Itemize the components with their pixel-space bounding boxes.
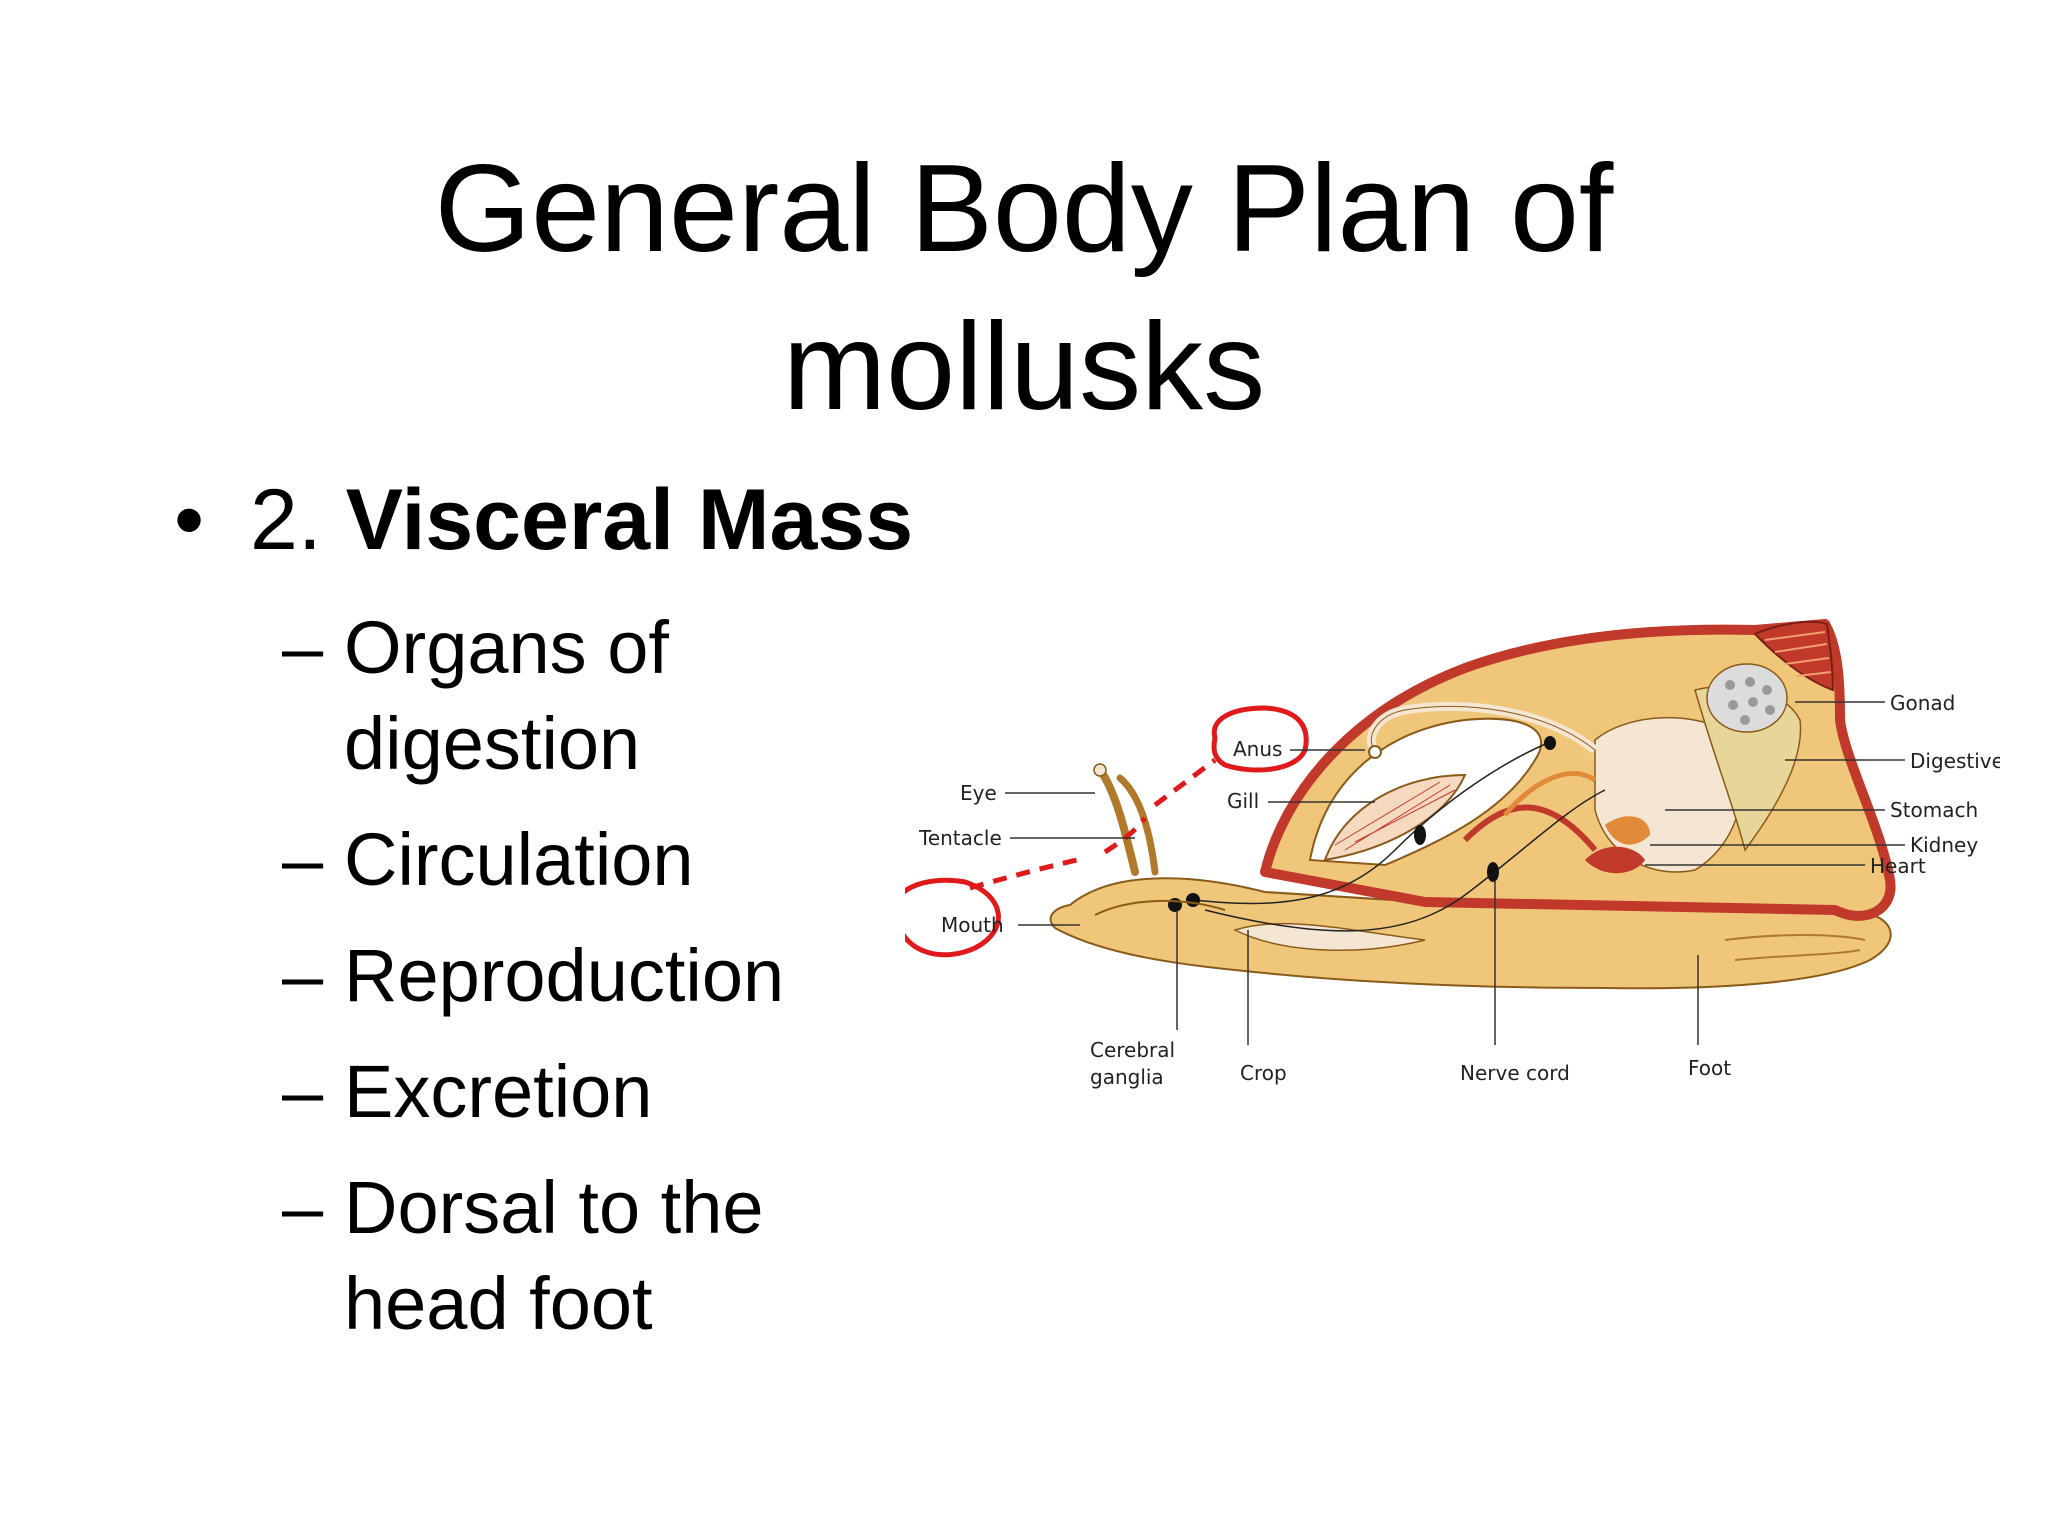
digestive-tract-annotation — [969, 758, 1217, 891]
sub-dash: – — [282, 934, 324, 1017]
sub-line: head foot — [344, 1262, 653, 1345]
label-crop: Crop — [1240, 1061, 1287, 1085]
label-anus: Anus — [1233, 737, 1282, 761]
bullet-heading: Visceral Mass — [345, 472, 914, 568]
title-line-2: mollusks — [782, 298, 1266, 436]
label-digestive-gland: Digestive gland — [1910, 749, 2000, 773]
sub-item-excretion: – Excretion — [282, 1044, 902, 1140]
gill — [1323, 773, 1467, 862]
sub-line: Circulation — [344, 818, 694, 901]
sub-item-reproduction: – Reproduction — [282, 928, 902, 1024]
sub-bullet-list: – Organs of digestion – Circulation – Re… — [282, 600, 902, 1372]
heart-organ — [1585, 846, 1645, 874]
label-mouth: Mouth — [941, 913, 1004, 937]
label-gonad: Gonad — [1890, 691, 1955, 715]
label-foot: Foot — [1688, 1056, 1731, 1080]
sub-dash: – — [282, 818, 324, 901]
cerebral-ganglia-2 — [1186, 893, 1200, 907]
kidney-organ — [1605, 816, 1650, 845]
tentacle-lower — [1116, 774, 1159, 876]
anus-opening — [1368, 745, 1382, 759]
eye-dot — [1093, 763, 1107, 777]
title-line-1: General Body Plan of — [434, 140, 1614, 278]
slide-title: General Body Plan of mollusks — [0, 130, 2048, 446]
label-stomach: Stomach — [1890, 798, 1978, 822]
gill-lines — [1334, 781, 1456, 851]
sub-dash: – — [282, 1166, 324, 1249]
head-inner — [1094, 899, 1226, 916]
main-bullet: • 2. Visceral Mass — [174, 470, 913, 570]
label-eye: Eye — [960, 781, 997, 805]
sub-dash: – — [282, 606, 324, 689]
sub-line: digestion — [344, 702, 641, 785]
ganglion-1 — [1414, 825, 1426, 845]
intestine-outline — [1370, 705, 1596, 751]
sub-line: Organs of — [344, 606, 669, 689]
mouth-circle-annotation — [905, 877, 1001, 958]
label-nerve-cord: Nerve cord — [1460, 1061, 1570, 1085]
shell-apex-ridges — [1764, 631, 1832, 677]
label-heart: Heart — [1870, 854, 1926, 878]
sub-item-circulation: – Circulation — [282, 812, 902, 908]
sub-item-digestion: – Organs of digestion — [282, 600, 902, 792]
nerve-cord-path — [1194, 739, 1556, 905]
label-kidney: Kidney — [1910, 833, 1978, 857]
vessel-2 — [1503, 771, 1597, 817]
label-tentacle: Tentacle — [918, 826, 1002, 850]
ganglion-2 — [1487, 862, 1499, 882]
bullet-marker: • — [174, 472, 205, 568]
sub-line: Reproduction — [344, 934, 785, 1017]
bullet-number: 2. — [250, 472, 322, 568]
nerve-cord-path-2 — [1204, 789, 1606, 932]
foot-texture — [1724, 934, 1866, 961]
gonad-dots — [1725, 677, 1775, 725]
sub-item-dorsal: – Dorsal to the head foot — [282, 1160, 902, 1352]
tentacle-upper — [1096, 766, 1139, 876]
ganglion-3 — [1544, 736, 1556, 750]
snail-anatomy-diagram: Eye Tentacle Mouth Anus Gill Gonad Diges… — [905, 619, 2000, 1089]
crop-organ — [1232, 922, 1426, 951]
sub-line: Excretion — [344, 1050, 653, 1133]
leader-lines — [1005, 701, 1905, 1045]
label-cerebral-ganglia-line2: ganglia — [1090, 1065, 1164, 1089]
sub-line: Dorsal to the — [344, 1166, 764, 1249]
aorta-vessel — [1462, 804, 1598, 852]
label-cerebral-ganglia-line1: Cerebral — [1090, 1038, 1175, 1062]
sub-dash: – — [282, 1050, 324, 1133]
label-gill: Gill — [1227, 789, 1259, 813]
